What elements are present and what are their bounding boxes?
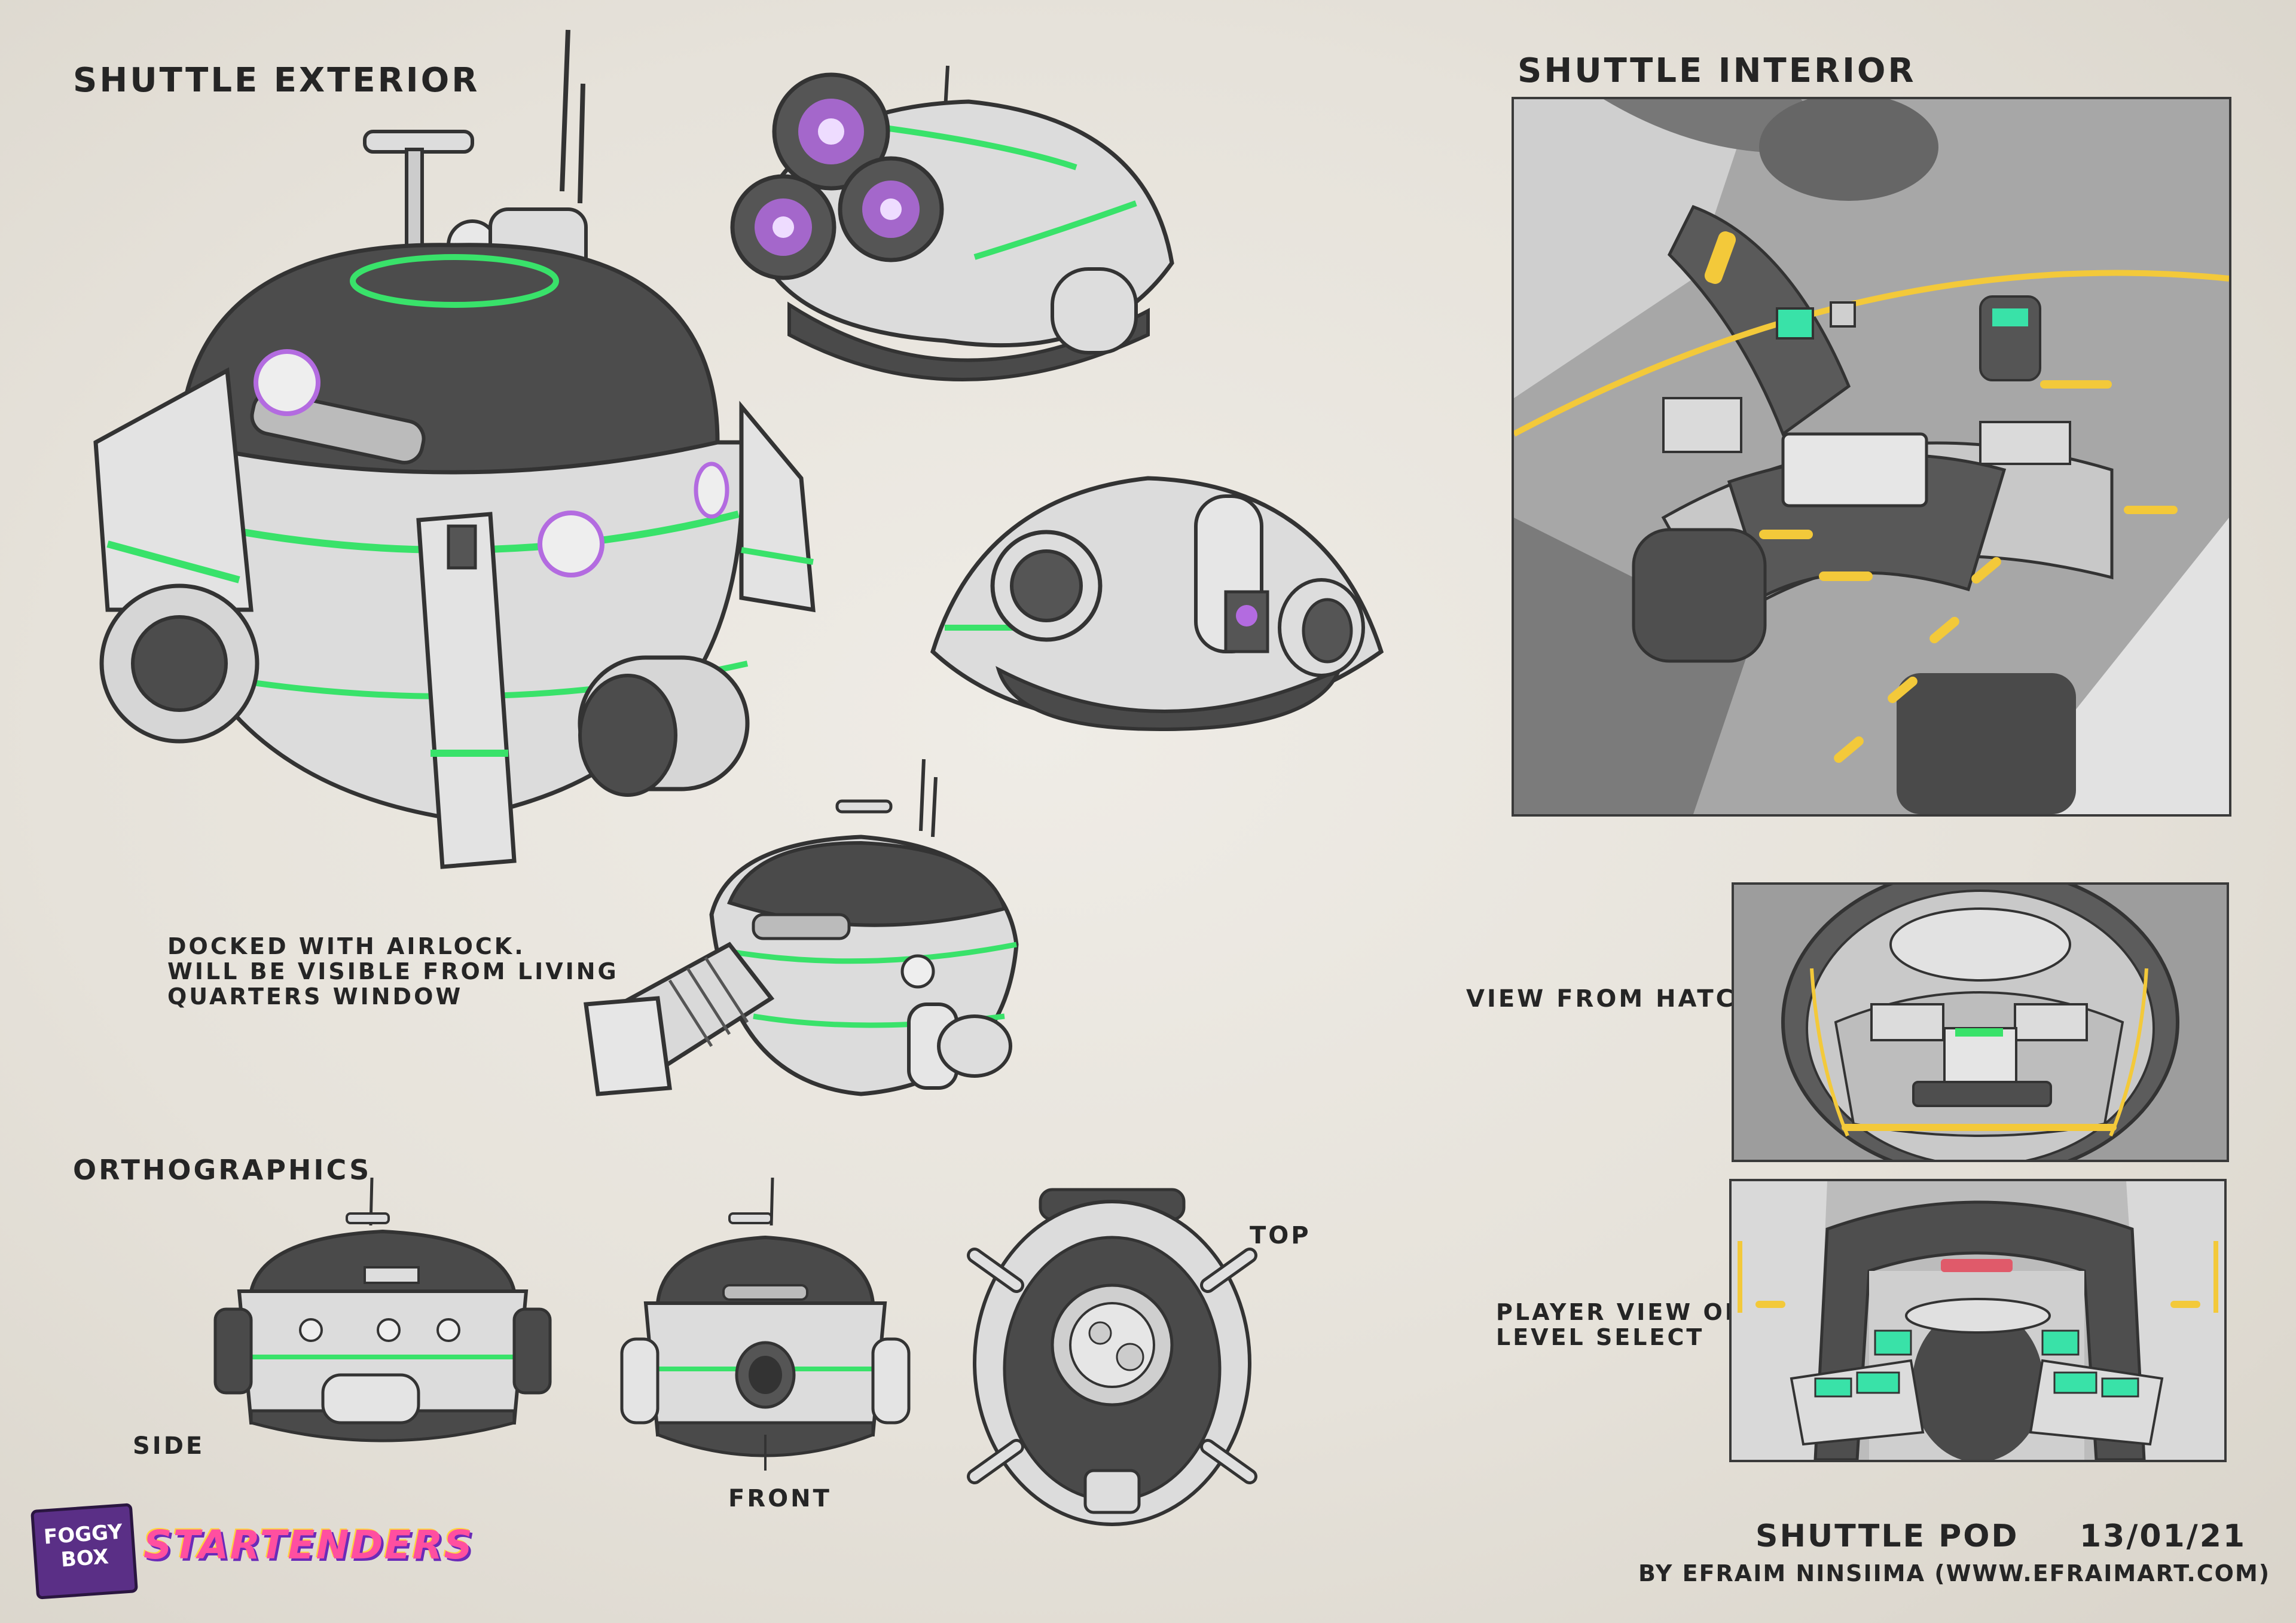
logo-startenders: STARTENDERS <box>144 1522 474 1568</box>
interior-panel-level-select <box>1729 1179 2227 1462</box>
ortho-side-render <box>213 1177 552 1442</box>
footer-credit: BY EFRAIM NINSIIMA (WWW.EFRAIMART.COM) <box>1638 1560 2271 1587</box>
label-view-from-hatch: VIEW FROM HATCH <box>1466 985 1758 1013</box>
interior-panel-hatch <box>1732 882 2229 1162</box>
heading-orthographics: ORTHOGRAPHICS <box>73 1154 372 1186</box>
footer-title: SHUTTLE POD <box>1755 1518 2019 1554</box>
ortho-top-render <box>967 1188 1257 1526</box>
ortho-front-render <box>620 1177 911 1471</box>
logo-foggy-box-text: FOGGY BOX <box>42 1520 124 1572</box>
note-docked-airlock: DOCKED WITH AIRLOCK. WILL BE VISIBLE FRO… <box>167 933 619 1010</box>
label-top-view: TOP <box>1250 1222 1311 1249</box>
label-front-view: FRONT <box>728 1485 832 1512</box>
label-player-view-level-select: PLAYER VIEW OF LEVEL SELECT <box>1496 1299 1743 1350</box>
interior-level-select-render <box>1732 1181 2224 1460</box>
shuttle-main-render <box>93 29 816 869</box>
interior-main-render <box>1514 99 2229 814</box>
interior-panel-main <box>1512 97 2231 817</box>
interior-hatch-render <box>1734 885 2227 1160</box>
shuttle-three-quarter-render <box>930 476 1384 732</box>
heading-shuttle-interior: SHUTTLE INTERIOR <box>1518 51 1916 90</box>
label-side-view: SIDE <box>133 1432 205 1460</box>
footer-date: 13/01/21 <box>2080 1518 2247 1554</box>
shuttle-rear-render <box>730 65 1174 381</box>
heading-shuttle-exterior: SHUTTLE EXTERIOR <box>73 61 480 100</box>
logo-foggy-box: FOGGY BOX <box>30 1503 139 1600</box>
shuttle-docked-render <box>584 759 1019 1096</box>
